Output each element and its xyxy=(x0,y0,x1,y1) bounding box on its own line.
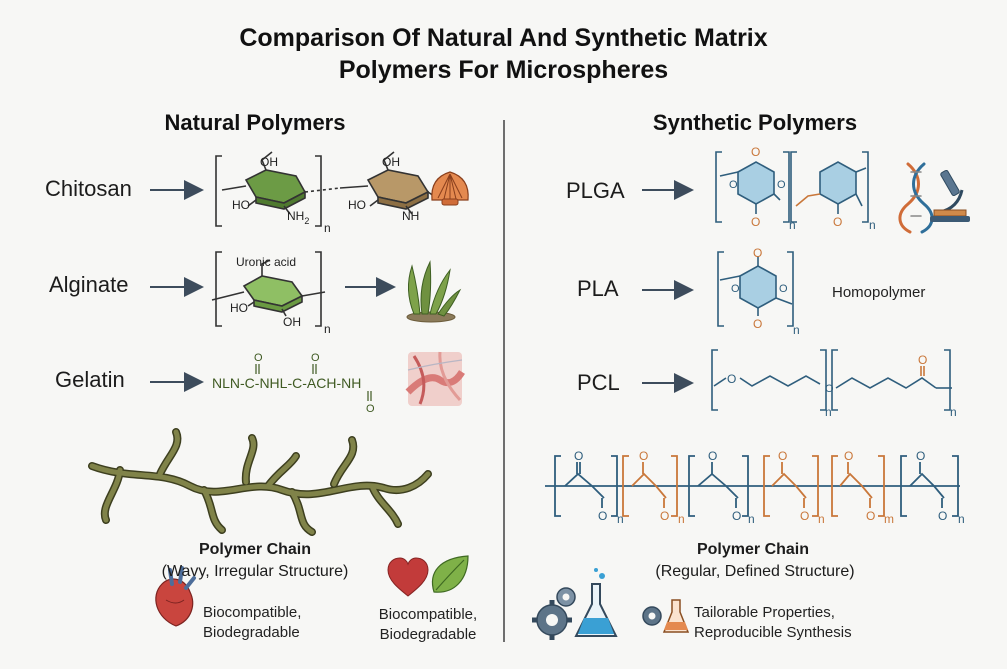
chain-o-5: O xyxy=(708,449,717,463)
leaf-icon xyxy=(432,555,469,593)
chitosan-nh2-1: NH2 xyxy=(287,209,309,226)
heart-icon xyxy=(387,557,429,597)
plga-o-bottom: O xyxy=(751,215,760,229)
gelatin-carbonyl-o-1: O xyxy=(254,352,263,364)
alginate-uronic-acid-label: Uronic acid xyxy=(236,255,296,269)
plga-structure xyxy=(715,151,869,223)
plga-o-top: O xyxy=(751,145,760,159)
gelatin-carbonyl-o-3: O xyxy=(366,403,375,415)
chitosan-n-subscript: n xyxy=(324,221,331,235)
alginate-label: Alginate xyxy=(49,272,129,297)
natural-benefit-1-line-1: Biocompatible, xyxy=(203,604,302,621)
synthetic-chain-labels: O O O O O O O O O O O O n n n n m n xyxy=(574,449,965,526)
gelatin-label: Gelatin xyxy=(55,367,125,392)
natural-benefit-2-line-2: Biodegradable xyxy=(379,626,477,643)
title-line-2: Polymers For Microspheres xyxy=(338,56,669,84)
plga-o-bottom-2: O xyxy=(833,215,842,229)
pla-o-top: O xyxy=(753,246,762,260)
synthetic-benefit: Tailorable Properties, Reproducible Synt… xyxy=(694,603,852,643)
seaweed-icon xyxy=(406,260,462,323)
plga-ring-o-2: O xyxy=(777,179,786,191)
natural-heading: Natural Polymers xyxy=(164,110,346,135)
plga-n-subscript-1: n xyxy=(789,218,796,232)
chain-o-7: O xyxy=(778,449,787,463)
microscope-icon xyxy=(930,169,970,222)
chain-o-11: O xyxy=(916,449,925,463)
alginate-oh: OH xyxy=(283,315,301,329)
plga-ring-o-1: O xyxy=(729,179,738,191)
anatomical-heart-icon xyxy=(155,566,196,627)
natural-benefit-2: Biocompatible, Biodegradable xyxy=(368,605,488,645)
chain-n-5: n xyxy=(958,512,965,526)
gelatin-carbonyl-o-2: O xyxy=(311,352,320,364)
pla-homopolymer-note: Homopolymer xyxy=(832,284,925,301)
chain-n-2: n xyxy=(678,512,685,526)
natural-benefit-1-line-2: Biodegradable xyxy=(203,624,300,641)
chain-n-1: n xyxy=(617,512,624,526)
chitosan-ho-1: HO xyxy=(232,198,250,212)
pla-o-bottom: O xyxy=(753,317,762,331)
chain-o-9: O xyxy=(844,449,853,463)
pla-structure xyxy=(717,251,794,327)
pla-ring-o-2: O xyxy=(779,283,788,295)
natural-benefit-2-line-1: Biocompatible, xyxy=(378,606,478,623)
plga-n-subscript-2: n xyxy=(869,218,876,232)
synthetic-chain-title: Polymer Chain xyxy=(696,541,810,558)
pla-ring-o-1: O xyxy=(731,283,740,295)
synthetic-benefit-line-2: Reproducible Synthesis xyxy=(694,624,852,641)
title-line-1: Comparison Of Natural And Synthetic Matr… xyxy=(239,24,768,52)
tissue-icon xyxy=(405,351,465,406)
chain-o-3: O xyxy=(639,449,648,463)
synthetic-benefit-line-1: Tailorable Properties, xyxy=(694,604,835,621)
gelatin-formula: NLN-C-NHL-C-ACH-NH xyxy=(212,375,361,391)
chain-o-12: O xyxy=(938,509,947,523)
chitosan-structure xyxy=(215,151,435,227)
pla-label: PLA xyxy=(577,276,619,301)
natural-benefit-1: Biocompatible, Biodegradable xyxy=(203,603,301,643)
chain-n-3: n xyxy=(748,512,755,526)
dna-icon xyxy=(898,162,934,234)
column-divider xyxy=(503,120,505,642)
pcl-n-subscript-1: n xyxy=(825,405,832,419)
page-title: Comparison Of Natural And Synthetic Matr… xyxy=(0,22,1007,86)
pcl-n-subscript-2: n xyxy=(950,405,957,419)
chain-o-1: O xyxy=(574,449,583,463)
chain-o-2: O xyxy=(598,509,607,523)
chain-n-4: n xyxy=(818,512,825,526)
plga-label: PLGA xyxy=(566,178,625,203)
synthetic-polymer-chain xyxy=(545,455,960,517)
natural-polymer-chain-fill xyxy=(89,429,431,535)
chitosan-oh-1: OH xyxy=(260,155,278,169)
alginate-structure xyxy=(211,251,326,327)
gear-flask-small-icon xyxy=(642,599,690,633)
shell-icon xyxy=(431,171,469,206)
chitosan-oh-2: OH xyxy=(382,155,400,169)
chain-o-6: O xyxy=(732,509,741,523)
pla-n-subscript: n xyxy=(793,323,800,337)
chain-o-8: O xyxy=(800,509,809,523)
synthetic-chain-subtitle: (Regular, Defined Structure) xyxy=(655,563,855,580)
synthetic-heading: Synthetic Polymers xyxy=(652,110,858,135)
alginate-n-subscript: n xyxy=(324,322,331,336)
gears-flask-icon xyxy=(532,568,618,640)
pcl-o-2: O xyxy=(825,383,834,395)
chain-o-4: O xyxy=(660,509,669,523)
pcl-o-carbonyl: O xyxy=(918,353,927,367)
chitosan-nh2-2: NH xyxy=(402,209,419,223)
alginate-ho: HO xyxy=(230,301,248,315)
chain-o-10: O xyxy=(866,509,875,523)
natural-chain-title: Polymer Chain xyxy=(198,541,312,558)
pcl-structure xyxy=(711,349,952,411)
pcl-o-1: O xyxy=(727,372,736,386)
gelatin-double-bonds xyxy=(255,364,372,401)
natural-chain-subtitle: (Wavy, Irregular Structure) xyxy=(161,563,349,580)
pcl-label: PCL xyxy=(577,370,620,395)
chitosan-label: Chitosan xyxy=(45,176,132,201)
natural-polymer-chain xyxy=(88,428,432,536)
chitosan-ho-2: HO xyxy=(348,198,366,212)
chain-m-subscript: m xyxy=(884,512,894,526)
